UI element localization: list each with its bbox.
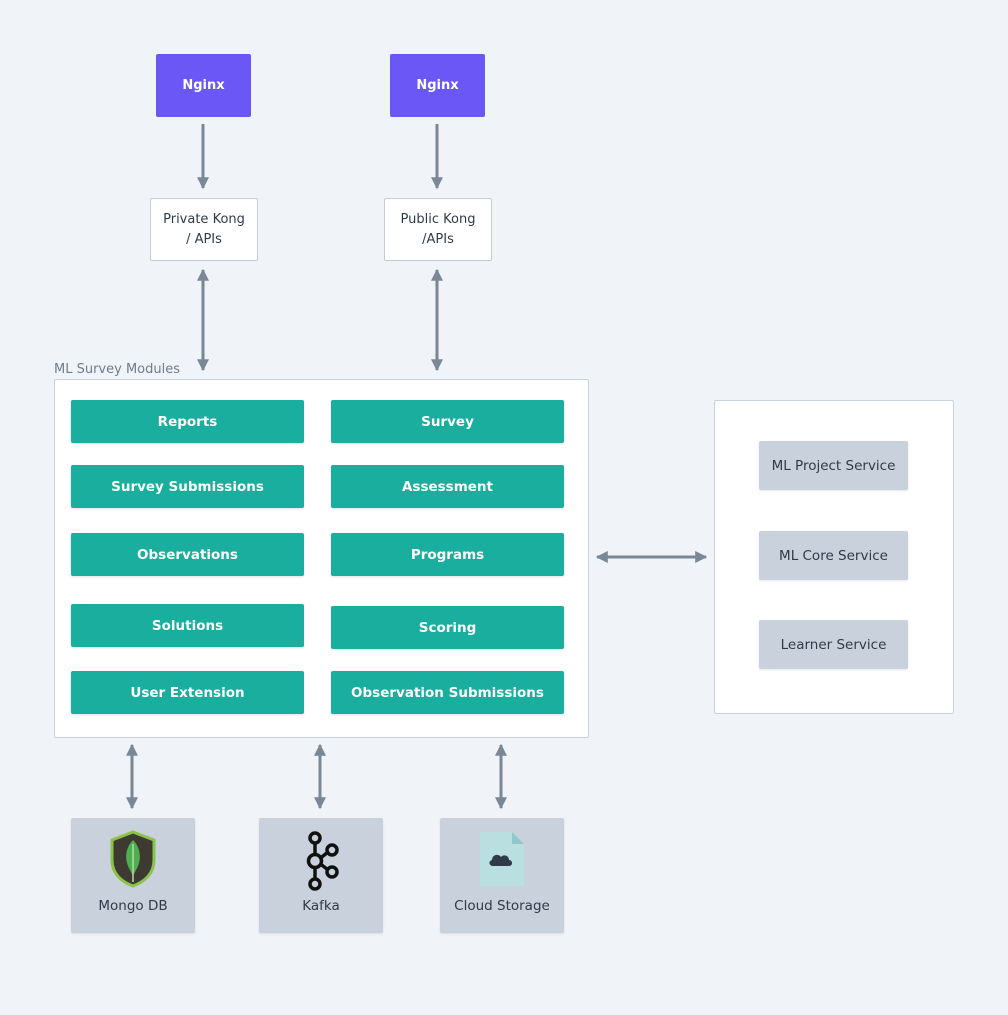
module-survey-submissions: Survey Submissions — [71, 465, 304, 508]
module-programs: Programs — [331, 533, 564, 576]
module-observations: Observations — [71, 533, 304, 576]
store-mongodb: Mongo DB — [71, 818, 195, 933]
store-cloud-storage-label: Cloud Storage — [454, 898, 550, 914]
module-assessment: Assessment — [331, 465, 564, 508]
cloud-storage-file-icon — [480, 832, 524, 886]
module-survey: Survey — [331, 400, 564, 443]
module-observation-submissions: Observation Submissions — [331, 671, 564, 714]
kafka-icon — [306, 831, 339, 891]
private-kong-apis: Private Kong / APIs — [150, 198, 258, 261]
module-user-extension: User Extension — [71, 671, 304, 714]
store-kafka: Kafka — [259, 818, 383, 933]
module-solutions: Solutions — [71, 604, 304, 647]
public-kong-line-1: Public Kong — [400, 211, 476, 227]
store-kafka-label: Kafka — [302, 898, 340, 914]
public-kong-apis: Public Kong /APIs — [384, 198, 492, 261]
service-learner: Learner Service — [759, 620, 908, 669]
private-kong-line-1: Private Kong — [163, 211, 245, 227]
service-ml-core: ML Core Service — [759, 531, 908, 580]
modules-group-label: ML Survey Modules — [54, 362, 180, 377]
private-kong-line-2: / APIs — [186, 231, 222, 247]
store-mongodb-label: Mongo DB — [98, 898, 168, 914]
module-reports: Reports — [71, 400, 304, 443]
module-scoring: Scoring — [331, 606, 564, 649]
nginx-public: Nginx — [390, 54, 485, 117]
store-cloud-storage: Cloud Storage — [440, 818, 564, 933]
service-ml-project: ML Project Service — [759, 441, 908, 490]
nginx-private: Nginx — [156, 54, 251, 117]
mongodb-leaf-icon — [110, 830, 156, 888]
public-kong-line-2: /APIs — [422, 231, 454, 247]
